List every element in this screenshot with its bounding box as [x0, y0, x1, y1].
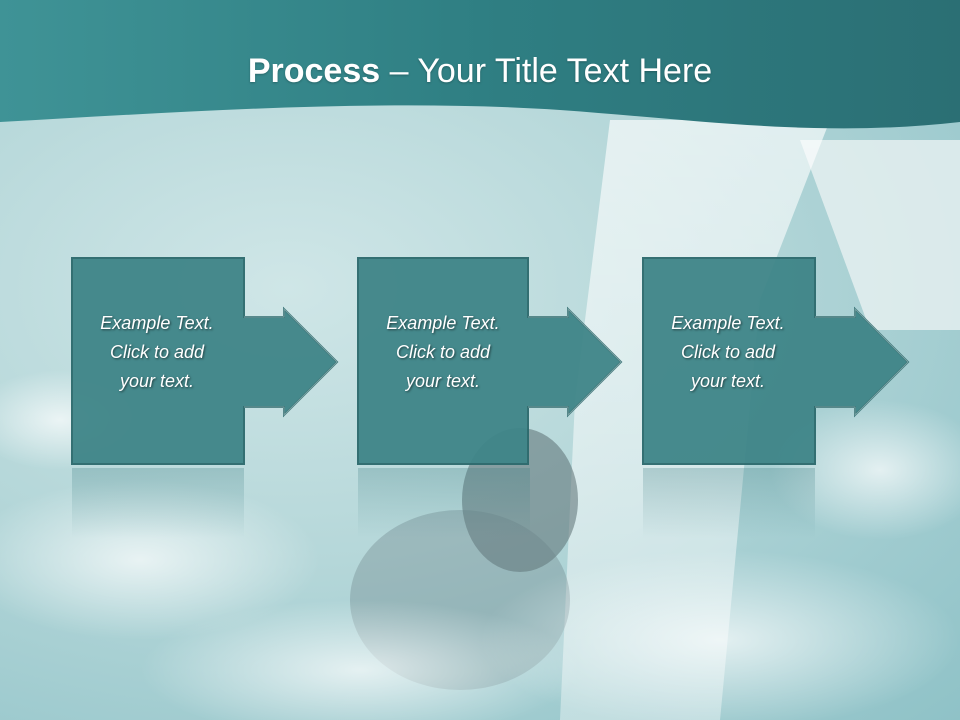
step-line-2: Click to add [109, 342, 205, 362]
step-reflection [358, 468, 530, 538]
step-line-1: Example Text. [386, 313, 500, 333]
title-rest: – Your Title Text Here [380, 52, 713, 90]
step-text[interactable]: Example Text. Click to add your text. [357, 309, 529, 396]
step-line-1: Example Text. [671, 313, 785, 333]
step-line-3: your text. [405, 371, 481, 391]
step-reflection [72, 468, 244, 538]
process-step-2[interactable]: Example Text. Click to add your text. [357, 257, 623, 465]
right-arrow-icon [357, 257, 623, 465]
step-line-3: your text. [119, 371, 195, 391]
right-arrow-icon [642, 257, 910, 465]
step-line-3: your text. [690, 371, 766, 391]
process-step-1[interactable]: Example Text. Click to add your text. [71, 257, 339, 465]
step-line-2: Click to add [680, 342, 776, 362]
header-band [0, 0, 960, 129]
step-text[interactable]: Example Text. Click to add your text. [71, 309, 243, 396]
process-step-3[interactable]: Example Text. Click to add your text. [642, 257, 910, 465]
step-reflection [643, 468, 815, 538]
step-line-2: Click to add [395, 342, 491, 362]
page-title: Process – Your Title Text Here [0, 52, 960, 91]
step-line-1: Example Text. [100, 313, 214, 333]
step-text[interactable]: Example Text. Click to add your text. [642, 309, 814, 396]
right-arrow-icon [71, 257, 339, 465]
title-bold: Process [247, 52, 381, 90]
